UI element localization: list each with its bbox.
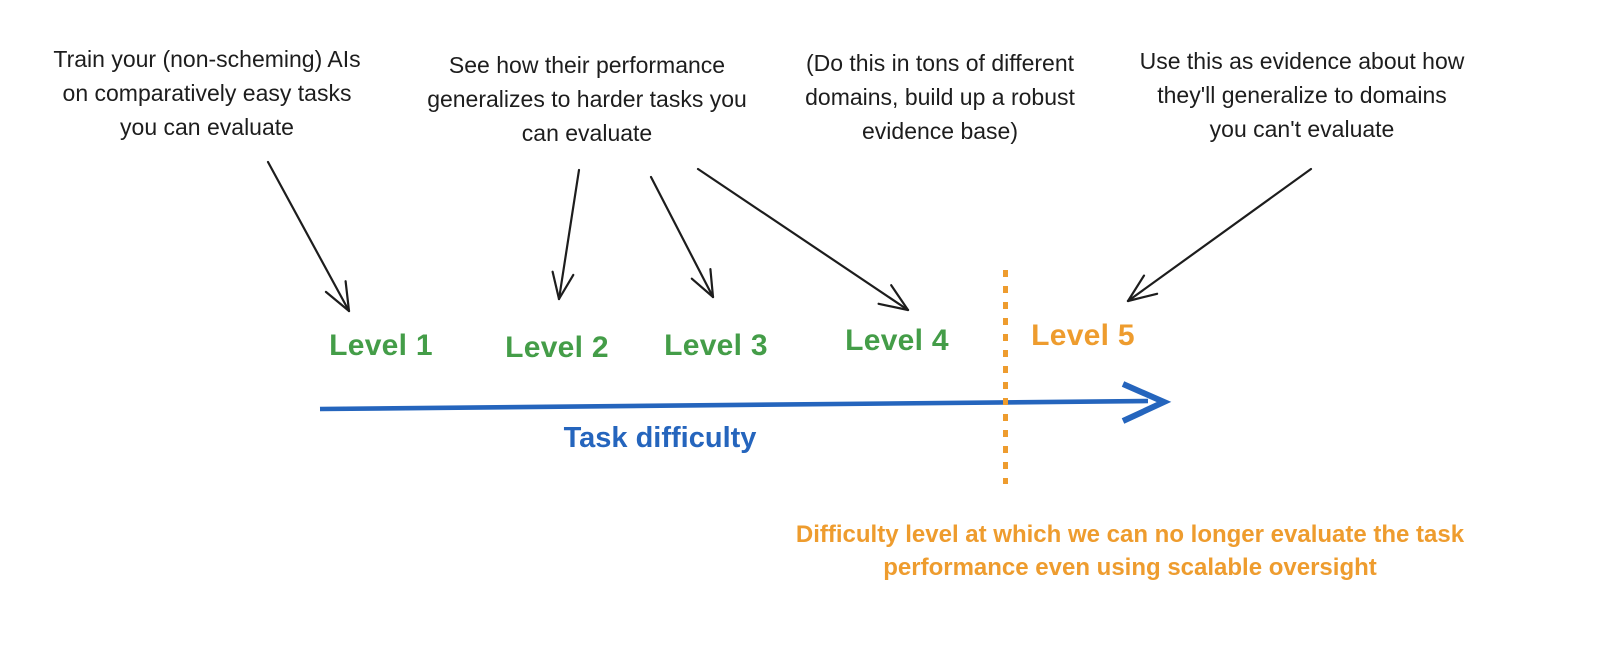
annotation-arrow-4-icon — [696, 167, 910, 312]
level-5-label: Level 5 — [1031, 319, 1135, 352]
annotation-line: Use this as evidence about how — [1139, 48, 1465, 74]
annotation-many-domains: (Do this in tons of different domains, b… — [805, 46, 1075, 148]
annotation-arrow-1-icon — [266, 160, 351, 313]
annotation-evidence-generalize: Use this as evidence about how they'll g… — [1140, 44, 1465, 146]
annotation-line: you can't evaluate — [1209, 116, 1395, 142]
annotation-train-easy-tasks: Train your (non-scheming) AIs on compara… — [53, 42, 360, 144]
annotation-line: on comparatively easy tasks — [62, 80, 352, 106]
annotation-line: evidence base) — [862, 118, 1018, 144]
evaluability-threshold-dotted-line — [1003, 270, 1008, 484]
threshold-explanation-note: Difficulty level at which we can no long… — [796, 518, 1464, 584]
level-1-label: Level 1 — [329, 329, 433, 362]
task-difficulty-axis-label: Task difficulty — [563, 422, 757, 454]
annotation-arrow-5-icon — [1126, 167, 1313, 303]
annotation-line: can evaluate — [521, 120, 653, 146]
annotation-line: Train your (non-scheming) AIs — [53, 46, 361, 72]
annotation-line: See how their performance — [448, 52, 726, 78]
threshold-note-line: Difficulty level at which we can no long… — [795, 521, 1465, 548]
annotation-line: you can evaluate — [120, 114, 294, 140]
level-2-label: Level 2 — [505, 331, 609, 364]
annotation-line: domains, build up a robust — [805, 84, 1075, 110]
annotation-arrow-3-icon — [649, 175, 715, 299]
annotation-line: generalizes to harder tasks you — [427, 86, 747, 112]
annotation-performance-generalizes: See how their performance generalizes to… — [427, 48, 747, 150]
level-4-label: Level 4 — [845, 324, 949, 357]
annotation-line: (Do this in tons of different — [805, 50, 1075, 76]
task-difficulty-axis-arrow-icon — [319, 381, 1172, 424]
annotation-arrow-2-icon — [551, 168, 581, 301]
threshold-note-line: performance even using scalable oversigh… — [883, 554, 1377, 581]
annotation-line: they'll generalize to domains — [1157, 82, 1447, 108]
level-3-label: Level 3 — [664, 329, 768, 362]
